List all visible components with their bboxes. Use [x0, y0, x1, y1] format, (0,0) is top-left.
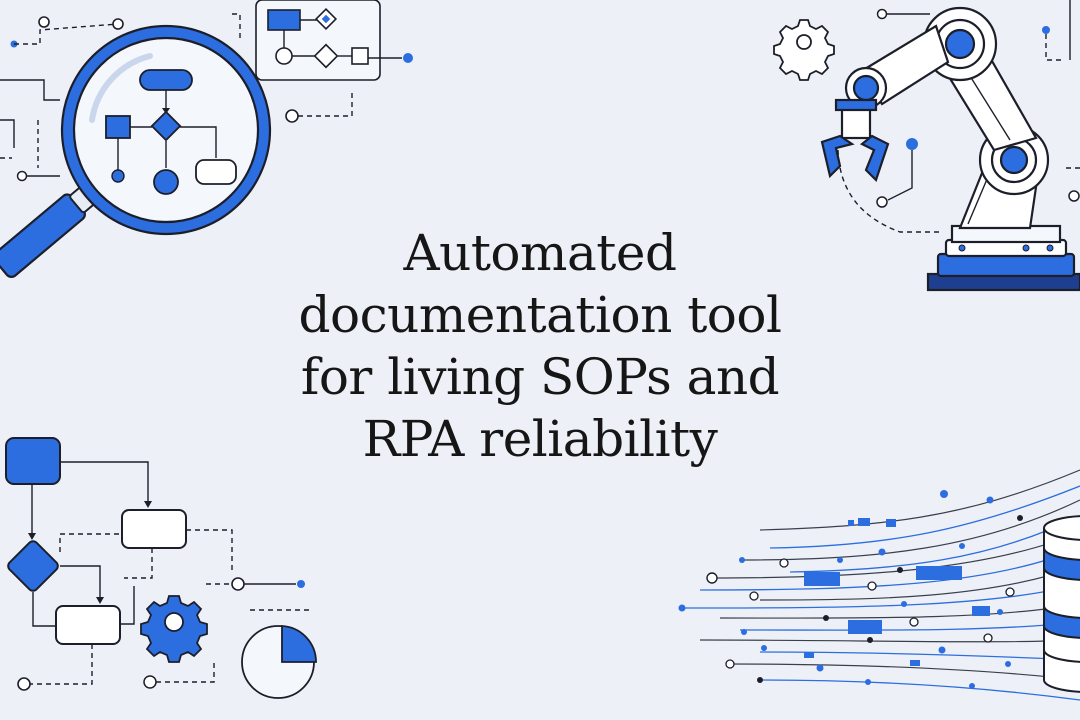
robotic-arm: [820, 6, 1080, 292]
small-flowchart-frame: [255, 0, 413, 81]
database-icon: [1043, 515, 1080, 693]
gear-icon: [773, 19, 835, 81]
page-title: Automated documentation tool for living …: [180, 222, 900, 470]
pie-chart-icon: [241, 625, 317, 699]
magnifying-glass-flowchart: [0, 24, 272, 278]
flowchart-diagram: [5, 437, 310, 691]
data-streams: [678, 469, 1080, 701]
title-line: documentation tool: [298, 286, 783, 344]
title-line: for living SOPs and: [300, 348, 780, 406]
top-right-circuit-lines: [837, 0, 1080, 233]
title-line: RPA reliability: [362, 410, 718, 468]
top-left-circuit-lines: [0, 13, 353, 182]
cog-icon: [140, 595, 208, 663]
title-line: Automated: [403, 224, 677, 282]
